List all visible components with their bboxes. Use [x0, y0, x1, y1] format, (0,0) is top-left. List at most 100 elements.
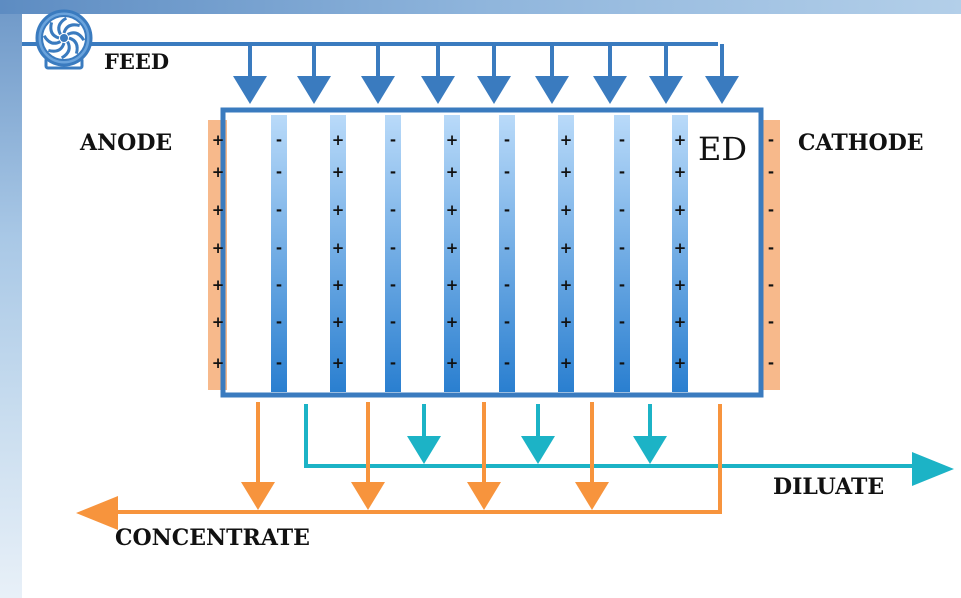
membrane-minus-sign: -	[619, 131, 625, 149]
ed-cell	[220, 107, 764, 398]
membrane-minus-sign: -	[504, 239, 510, 257]
membrane-minus-sign: -	[619, 276, 625, 294]
feed-arrow-head	[361, 76, 395, 104]
feed-arrow-head	[705, 76, 739, 104]
membrane-minus-sign: -	[390, 239, 396, 257]
membrane-plus-sign: +	[446, 163, 459, 181]
pump-blade	[57, 16, 68, 36]
membrane-plus-sign: +	[332, 354, 345, 372]
feed-arrow-head	[477, 76, 511, 104]
membrane-minus-sign: -	[276, 276, 282, 294]
background-gradient-left	[0, 0, 22, 598]
membrane-minus-sign: -	[619, 163, 625, 181]
membrane-minus-sign: -	[504, 276, 510, 294]
membrane-minus-sign: -	[504, 163, 510, 181]
anode-plus-sign: +	[212, 201, 225, 219]
cathode-label: CATHODE	[798, 130, 924, 156]
concentrate-line	[76, 402, 722, 530]
feed-arrow-head	[649, 76, 683, 104]
membrane	[614, 115, 630, 392]
membrane	[330, 115, 346, 392]
anode-plus-sign: +	[212, 354, 225, 372]
cathode-minus-sign: -	[768, 131, 774, 149]
membrane-minus-sign: -	[390, 313, 396, 331]
anode-plus-sign: +	[212, 131, 225, 149]
membrane-minus-sign: -	[390, 163, 396, 181]
membrane-minus-sign: -	[390, 276, 396, 294]
membrane-plus-sign: +	[674, 201, 687, 219]
membrane-minus-sign: -	[504, 201, 510, 219]
feed-arrow-head	[593, 76, 627, 104]
cathode-minus-sign: -	[768, 276, 774, 294]
pump-blade	[68, 36, 79, 55]
membrane-minus-sign: -	[504, 313, 510, 331]
concentrate-arrow-head	[467, 482, 501, 510]
membrane-plus-sign: +	[332, 201, 345, 219]
pump-blade	[49, 21, 60, 40]
anode-plus-sign: +	[212, 276, 225, 294]
background-gradient-top	[0, 0, 961, 14]
concentrate-pipe	[110, 404, 722, 514]
diluate-arrow-head	[407, 436, 441, 464]
pump-blade	[62, 23, 81, 34]
membrane-minus-sign: -	[276, 239, 282, 257]
membrane-plus-sign: +	[560, 201, 573, 219]
anode-plus-sign: +	[212, 239, 225, 257]
membrane-plus-sign: +	[332, 131, 345, 149]
membrane-plus-sign: +	[674, 163, 687, 181]
membrane-plus-sign: +	[446, 239, 459, 257]
membrane-plus-sign: +	[674, 354, 687, 372]
pump-icon	[35, 9, 93, 70]
membrane-plus-sign: +	[674, 239, 687, 257]
diluate-label: DILUATE	[773, 474, 884, 500]
cathode-minus-sign: -	[768, 239, 774, 257]
membrane-minus-sign: -	[276, 201, 282, 219]
charge-signs: + - - + - + - + - + + - - + - + - + - + + - - + - + - + - + + - - + - + - + - +…	[212, 131, 774, 372]
membrane-plus-sign: +	[332, 163, 345, 181]
membrane-plus-sign: +	[332, 276, 345, 294]
membrane-plus-sign: +	[560, 163, 573, 181]
diluate-arrow-head	[521, 436, 555, 464]
anode-plus-sign: +	[212, 313, 225, 331]
membrane-minus-sign: -	[390, 354, 396, 372]
concentrate-outlet-arrow	[76, 496, 118, 530]
membrane-minus-sign: -	[619, 354, 625, 372]
membrane-plus-sign: +	[332, 239, 345, 257]
membrane-plus-sign: +	[560, 131, 573, 149]
membrane-minus-sign: -	[619, 313, 625, 331]
membrane	[444, 115, 460, 392]
cathode-electrode	[762, 120, 780, 390]
diluate-pipe	[304, 404, 922, 468]
membrane-minus-sign: -	[619, 201, 625, 219]
membrane-plus-sign: +	[674, 131, 687, 149]
feed-arrow-head	[535, 76, 569, 104]
cathode-minus-sign: -	[768, 201, 774, 219]
membrane	[271, 115, 287, 392]
cathode-minus-sign: -	[768, 313, 774, 331]
pump-blade	[47, 42, 66, 53]
anode-plus-sign: +	[212, 163, 225, 181]
membrane	[672, 115, 688, 392]
concentrate-arrow-head	[351, 482, 385, 510]
concentrate-label: CONCENTRATE	[115, 525, 310, 551]
membrane-plus-sign: +	[560, 313, 573, 331]
membrane-plus-sign: +	[560, 239, 573, 257]
concentrate-arrow-head	[575, 482, 609, 510]
feed-arrow-head	[421, 76, 455, 104]
membrane-plus-sign: +	[674, 313, 687, 331]
membrane-plus-sign: +	[446, 201, 459, 219]
membrane-minus-sign: -	[504, 131, 510, 149]
membrane-minus-sign: -	[276, 354, 282, 372]
membrane-minus-sign: -	[276, 163, 282, 181]
pump-blade	[66, 31, 86, 42]
pump-blade	[60, 40, 71, 60]
pump-blade	[42, 34, 62, 45]
feed-arrow-head	[297, 76, 331, 104]
membrane-minus-sign: -	[390, 131, 396, 149]
membrane-plus-sign: +	[446, 131, 459, 149]
diluate-outlet-arrow	[912, 452, 954, 486]
anode-label: ANODE	[79, 130, 172, 156]
membrane-minus-sign: -	[276, 313, 282, 331]
membrane-minus-sign: -	[390, 201, 396, 219]
